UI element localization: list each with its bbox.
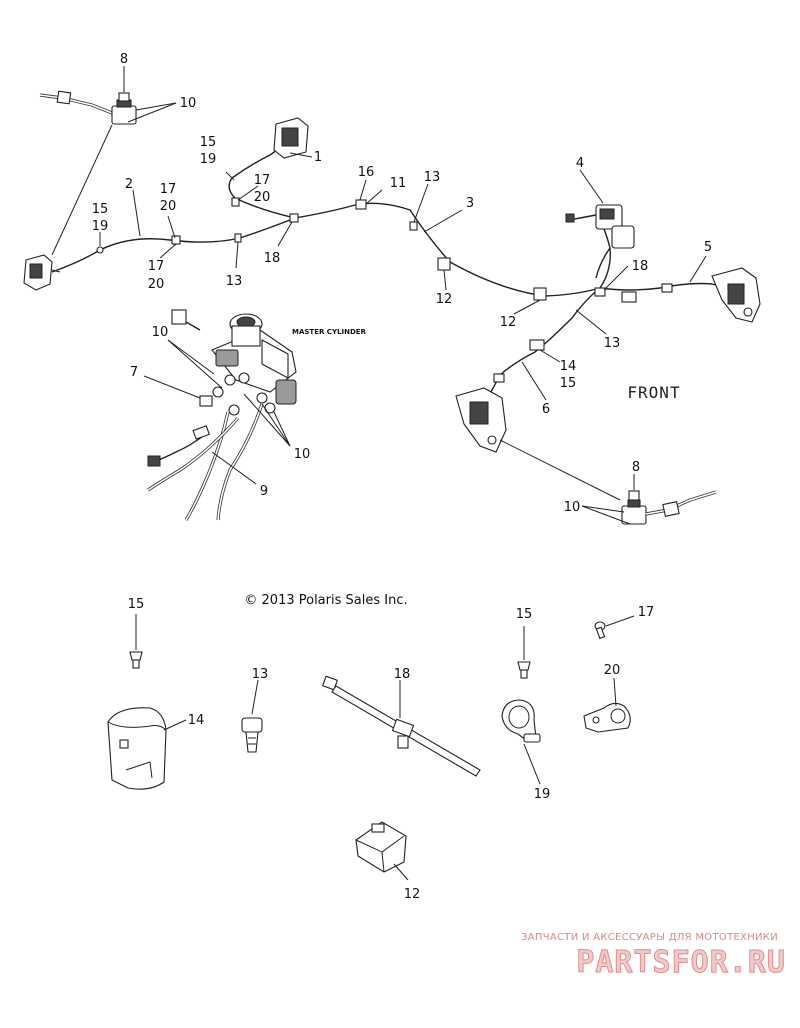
callout-8: 8 bbox=[632, 460, 640, 475]
caliper-front-left bbox=[455, 387, 507, 453]
front-label: FRONT bbox=[627, 383, 680, 402]
callout-11: 11 bbox=[390, 176, 407, 191]
master-cylinder-fittings bbox=[199, 372, 276, 416]
callout-17: 17 bbox=[638, 605, 655, 620]
callout-19: 19 bbox=[534, 787, 551, 802]
callout-13: 13 bbox=[424, 170, 441, 185]
caliper-front-right bbox=[711, 267, 761, 323]
leader-line bbox=[581, 505, 625, 513]
callout-13: 13 bbox=[252, 667, 269, 682]
callout-16: 16 bbox=[358, 165, 375, 180]
callout-14: 14 bbox=[188, 713, 205, 728]
callout-18: 18 bbox=[394, 667, 411, 682]
callout-15: 15 bbox=[200, 135, 217, 150]
callout-2: 2 bbox=[125, 177, 133, 192]
callout-15: 15 bbox=[128, 597, 145, 612]
leader-line bbox=[51, 124, 113, 256]
callout-13: 13 bbox=[226, 274, 243, 289]
brake-line-branch-right bbox=[599, 219, 611, 289]
callout-7: 7 bbox=[130, 365, 138, 380]
leader-lines-master bbox=[143, 339, 291, 485]
master-cylinder-label: MASTER CYLINDER bbox=[292, 328, 367, 336]
callout-10: 10 bbox=[564, 500, 581, 515]
screw-17 bbox=[594, 615, 635, 640]
clamp-20 bbox=[583, 677, 631, 733]
callout-15: 15 bbox=[560, 376, 577, 391]
watermark-tagline: ЗАПЧАСТИ И АКСЕССУАРЫ ДЛЯ МОТОТЕХНИКИ bbox=[521, 932, 778, 943]
callout-8: 8 bbox=[120, 52, 128, 67]
callout-19: 19 bbox=[200, 152, 217, 167]
callout-17: 17 bbox=[160, 182, 177, 197]
callout-labels: 8 10 15 19 1 17 20 16 11 13 3 4 2 17 20 … bbox=[92, 52, 712, 902]
sleeve-14 bbox=[107, 707, 187, 790]
leader-line bbox=[579, 169, 604, 204]
callout-12: 12 bbox=[404, 887, 421, 902]
clip-12 bbox=[355, 821, 409, 881]
callout-15: 15 bbox=[516, 607, 533, 622]
watermark-brand: PARTSFOR.RU bbox=[576, 945, 786, 980]
cable-tie-18 bbox=[321, 675, 481, 777]
caliper-rear-left bbox=[23, 254, 61, 291]
callout-6: 6 bbox=[542, 402, 550, 417]
callout-18: 18 bbox=[632, 259, 649, 274]
push-clip-13 bbox=[241, 679, 263, 753]
leader-line bbox=[289, 152, 313, 158]
brake-line-front-left bbox=[487, 287, 601, 399]
banjo-hose-end-bottom-right bbox=[621, 490, 717, 525]
callout-12: 12 bbox=[436, 292, 453, 307]
banjo-hose-end-top-left bbox=[39, 90, 137, 125]
callout-9: 9 bbox=[260, 484, 268, 499]
bracket-top bbox=[273, 117, 309, 159]
line-clips bbox=[96, 197, 673, 383]
watermark: ЗАПЧАСТИ И АКСЕССУАРЫ ДЛЯ МОТОТЕХНИКИ PA… bbox=[521, 932, 786, 981]
screw-15-right bbox=[517, 626, 531, 679]
callout-15: 15 bbox=[92, 202, 109, 217]
leader-line bbox=[499, 439, 621, 501]
leader-line bbox=[689, 255, 707, 283]
screw-15-left bbox=[129, 614, 143, 669]
callout-13: 13 bbox=[604, 336, 621, 351]
master-cylinder bbox=[171, 309, 297, 405]
callout-12: 12 bbox=[500, 315, 517, 330]
p-clamp-19 bbox=[501, 699, 541, 785]
callout-20: 20 bbox=[604, 663, 621, 678]
callout-4: 4 bbox=[576, 156, 584, 171]
callout-20: 20 bbox=[160, 199, 177, 214]
leader-line bbox=[581, 505, 631, 525]
callout-5: 5 bbox=[704, 240, 712, 255]
brake-line-main bbox=[51, 202, 601, 297]
callout-10: 10 bbox=[180, 96, 197, 111]
callout-20: 20 bbox=[148, 277, 165, 292]
callout-17: 17 bbox=[148, 259, 165, 274]
callout-20: 20 bbox=[254, 190, 271, 205]
callout-19: 19 bbox=[92, 219, 109, 234]
leader-line bbox=[135, 102, 177, 111]
callout-10: 10 bbox=[294, 447, 311, 462]
leader-lines-upper bbox=[99, 171, 629, 401]
copyright: © 2013 Polaris Sales Inc. bbox=[244, 593, 407, 608]
proportioning-valve bbox=[565, 204, 635, 279]
callout-10: 10 bbox=[152, 325, 169, 340]
callout-3: 3 bbox=[466, 196, 474, 211]
leader-line bbox=[127, 102, 177, 123]
callout-14: 14 bbox=[560, 359, 577, 374]
master-cylinder-hoses bbox=[147, 403, 264, 521]
callout-17: 17 bbox=[254, 173, 271, 188]
callout-1: 1 bbox=[314, 150, 322, 165]
callout-18: 18 bbox=[264, 251, 281, 266]
